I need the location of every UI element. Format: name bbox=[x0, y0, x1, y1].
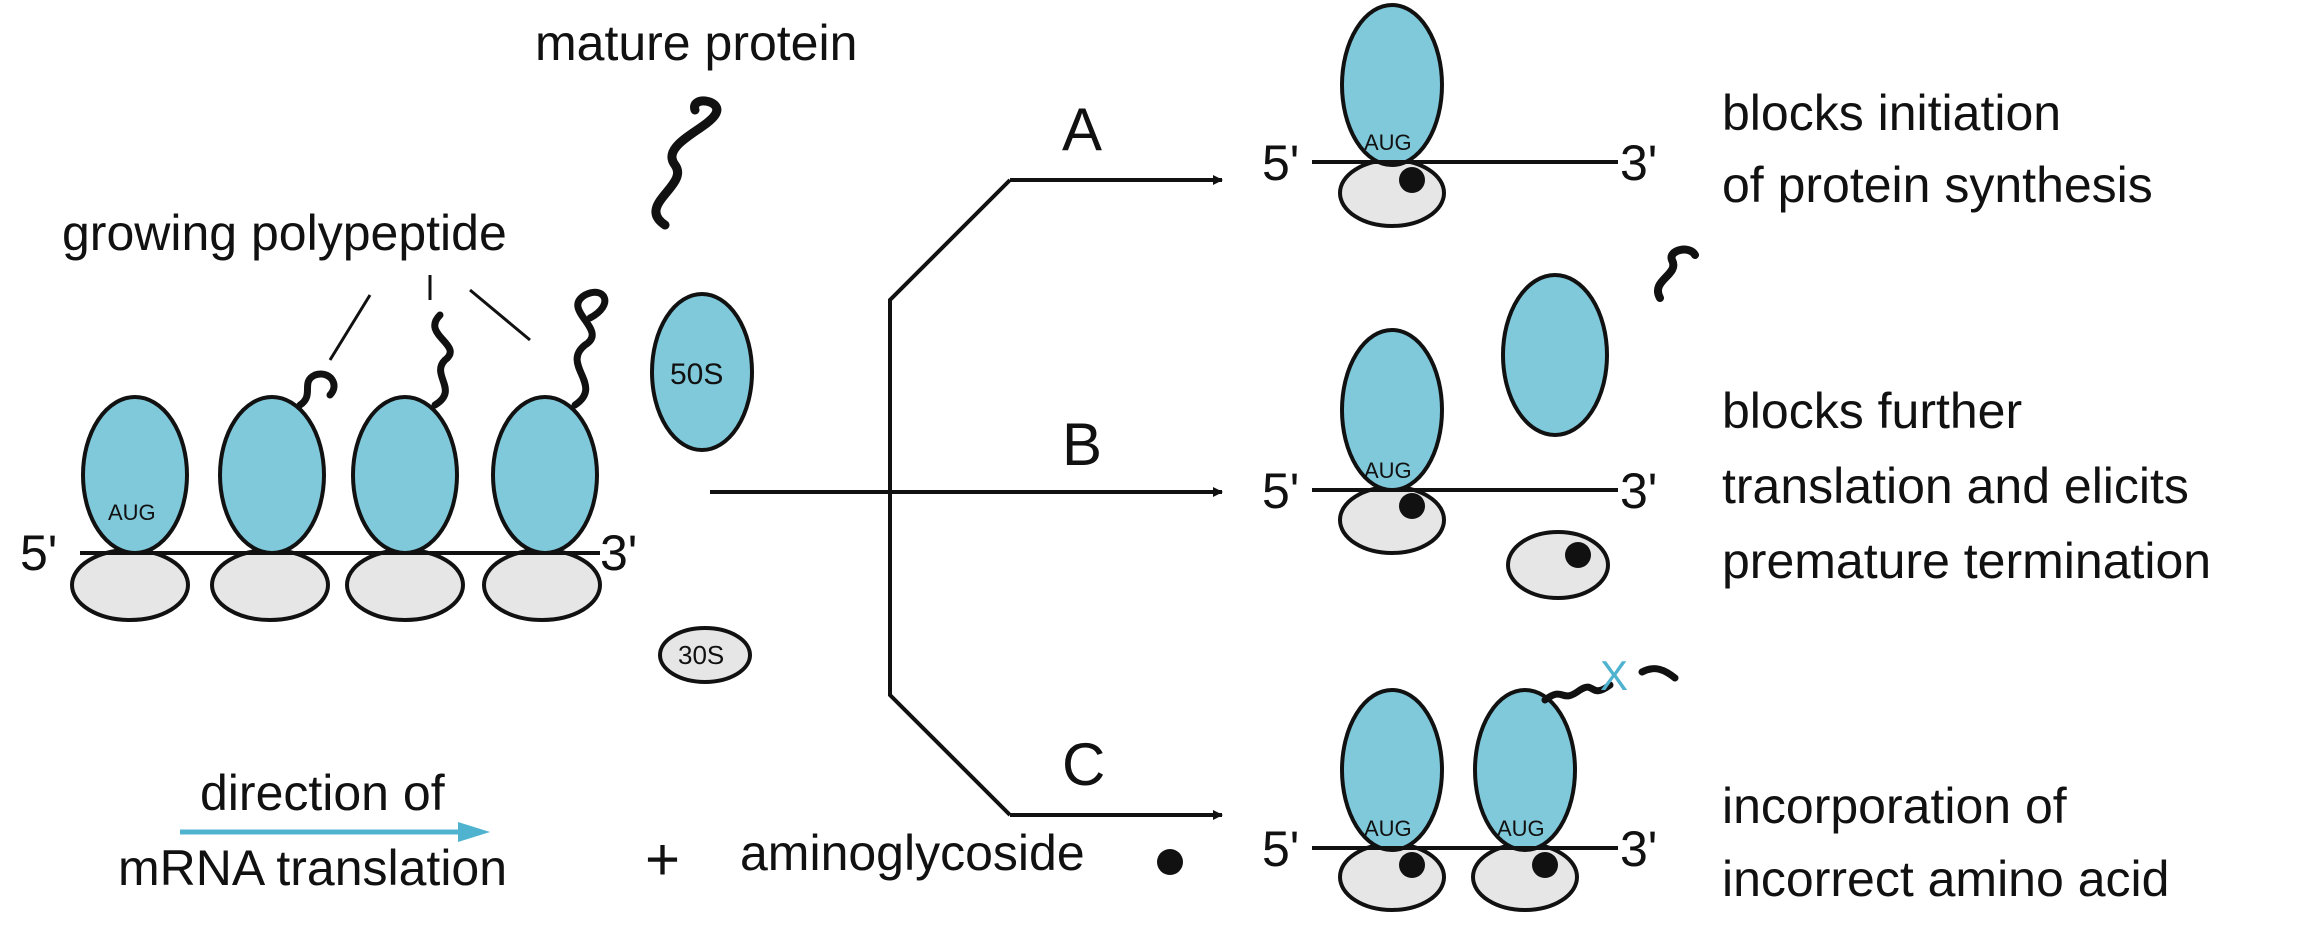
large-subunit bbox=[218, 395, 326, 555]
large-subunit bbox=[351, 395, 459, 555]
five-prime-label: 5' bbox=[1262, 821, 1299, 877]
polysome: AUG 5' 3' bbox=[20, 275, 637, 622]
misincorporated-polypeptide bbox=[1541, 681, 1614, 704]
leader-line bbox=[328, 294, 372, 361]
three-prime-label: 3' bbox=[1620, 463, 1657, 519]
branch-b-letter: B bbox=[1062, 411, 1102, 478]
five-prime-label: 5' bbox=[20, 525, 57, 581]
branch-arrows bbox=[710, 175, 1223, 820]
small-subunit bbox=[70, 548, 190, 622]
small-subunit-label: 30S bbox=[678, 640, 724, 670]
plus-sign: + bbox=[645, 826, 680, 893]
aminoglycoside-dot bbox=[1157, 849, 1183, 875]
three-prime-label: 3' bbox=[1620, 135, 1657, 191]
small-subunit bbox=[1471, 842, 1579, 912]
effect-a: blocks initiation of protein synthesis bbox=[1722, 85, 2153, 213]
aminoglycoside-dot bbox=[1565, 542, 1591, 568]
large-subunit bbox=[81, 395, 189, 555]
polypeptide-chain bbox=[431, 311, 454, 409]
polypeptide-fragment bbox=[1638, 665, 1679, 682]
leader-line bbox=[469, 288, 531, 342]
panel-c: AUG AUG 5' 3' X bbox=[1262, 652, 1679, 912]
mature-protein-chain bbox=[651, 96, 722, 230]
released-polypeptide bbox=[1654, 245, 1699, 302]
large-subunit-label: 50S bbox=[670, 358, 723, 391]
direction-line2: mRNA translation bbox=[118, 840, 507, 896]
panel-b: AUG 5' 3' bbox=[1262, 245, 1699, 600]
three-prime-label: 3' bbox=[1620, 821, 1657, 877]
large-subunit bbox=[1340, 3, 1444, 167]
direction-arrowhead bbox=[458, 822, 490, 842]
small-subunit bbox=[1338, 842, 1446, 912]
small-subunit bbox=[1338, 158, 1446, 228]
aug-label: AUG bbox=[1364, 816, 1412, 841]
free-30s-subunit bbox=[658, 626, 752, 684]
small-subunit bbox=[482, 548, 602, 622]
aminoglycoside-dot bbox=[1532, 852, 1558, 878]
small-subunit bbox=[345, 548, 465, 622]
polypeptide-chain bbox=[296, 370, 338, 409]
aug-label: AUG bbox=[108, 500, 156, 525]
panel-a: AUG 5' 3' bbox=[1262, 3, 1657, 228]
aug-label: AUG bbox=[1364, 130, 1412, 155]
free-50s-subunit bbox=[650, 292, 754, 452]
dissociated-large-subunit bbox=[1501, 273, 1609, 437]
x-mark: X bbox=[1600, 652, 1628, 699]
aminoglycoside-label: aminoglycoside bbox=[740, 825, 1085, 881]
effect-c: incorporation of incorrect amino acid bbox=[1722, 778, 2169, 907]
aminoglycoside-dot bbox=[1399, 852, 1425, 878]
aminoglycoside-dot bbox=[1399, 493, 1425, 519]
small-subunit bbox=[210, 548, 330, 622]
direction-line1: direction of bbox=[200, 765, 445, 821]
aug-label: AUG bbox=[1497, 816, 1545, 841]
effect-b: blocks further translation and elicits p… bbox=[1722, 383, 2211, 589]
large-subunit bbox=[491, 395, 599, 555]
three-prime-label: 3' bbox=[600, 525, 637, 581]
branch-trunk bbox=[888, 178, 1012, 817]
five-prime-label: 5' bbox=[1262, 135, 1299, 191]
aminoglycoside-dot bbox=[1399, 167, 1425, 193]
aug-label: AUG bbox=[1364, 458, 1412, 483]
mature-protein-label: mature protein bbox=[535, 15, 857, 71]
small-subunit bbox=[1338, 485, 1446, 555]
branch-a-letter: A bbox=[1062, 96, 1102, 163]
five-prime-label: 5' bbox=[1262, 463, 1299, 519]
growing-polypeptide-label: growing polypeptide bbox=[62, 205, 507, 261]
dissociated-small-subunit bbox=[1506, 530, 1610, 600]
polypeptide-chain bbox=[571, 288, 609, 409]
branch-c-letter: C bbox=[1062, 731, 1105, 798]
